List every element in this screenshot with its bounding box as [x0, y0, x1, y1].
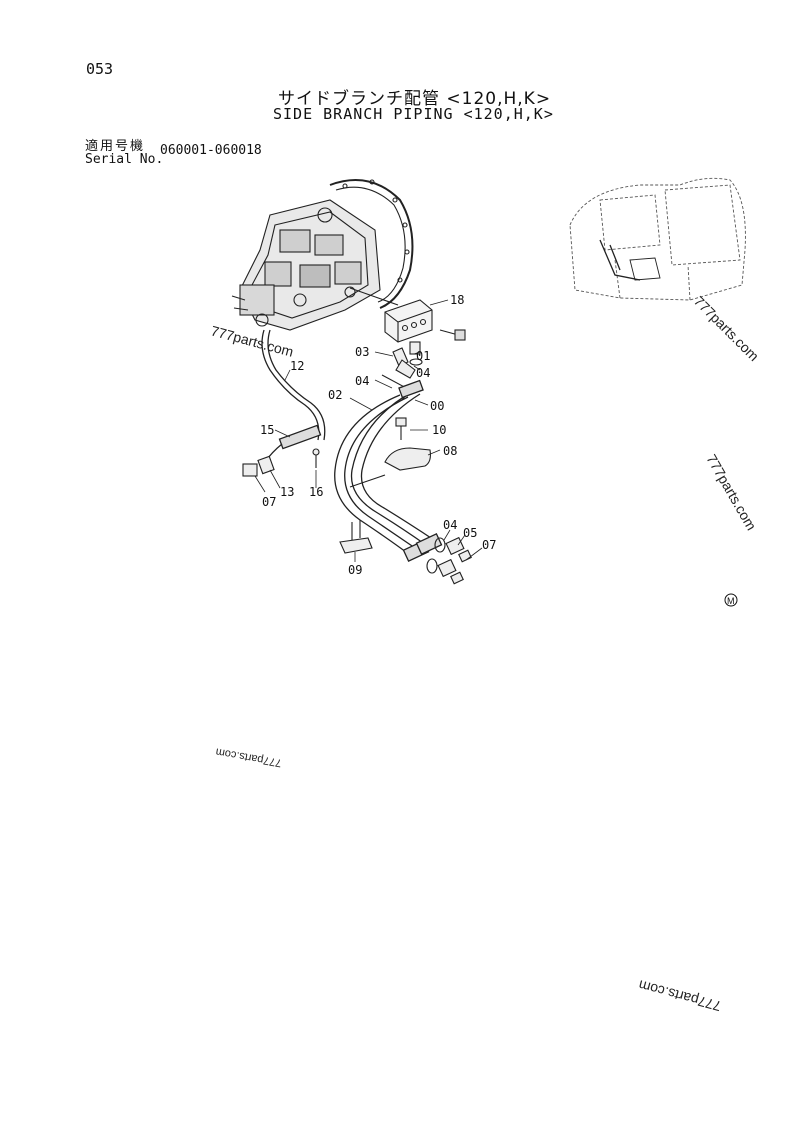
- manifold-block: [384, 299, 466, 343]
- hose-pair: [334, 379, 443, 562]
- m-mark: M: [724, 593, 738, 607]
- part-label-08: 08: [443, 444, 457, 458]
- part-label-15: 15: [260, 423, 274, 437]
- part-label-04-lower: 04: [443, 518, 457, 532]
- part-label-03: 03: [355, 345, 369, 359]
- leader-lines: [254, 299, 483, 562]
- excavator-location-icon: [569, 177, 746, 301]
- watermark-4: 777parts.com: [215, 745, 283, 768]
- page-number: 053: [86, 60, 114, 78]
- watermark-3: 777parts.com: [703, 452, 759, 533]
- serial-range: 060001-060018: [160, 143, 262, 158]
- part-label-10: 10: [432, 423, 446, 437]
- watermark-2: 777parts.com: [691, 293, 762, 364]
- title-japanese: サイドブランチ配管 <120,H,K>: [278, 89, 552, 109]
- clamp-assembly: [349, 417, 431, 488]
- title-english: SIDE BRANCH PIPING <120,H,K>: [273, 105, 554, 123]
- part-label-02: 02: [328, 388, 342, 402]
- bracket: [339, 520, 373, 554]
- part-label-18: 18: [450, 293, 464, 307]
- svg-text:M: M: [727, 596, 735, 606]
- serial-label-japanese: 適用号機: [85, 139, 146, 154]
- part-label-16: 16: [309, 485, 323, 499]
- part-label-00: 00: [430, 399, 444, 413]
- part-label-09: 09: [348, 563, 362, 577]
- fittings-left: [242, 448, 320, 477]
- pump-assembly: [231, 179, 414, 331]
- part-label-05: 05: [463, 526, 477, 540]
- part-label-13: 13: [280, 485, 294, 499]
- fittings-lower: [426, 536, 472, 585]
- part-label-01: 01: [416, 349, 430, 363]
- part-label-12: 12: [290, 359, 304, 373]
- hose-12: [261, 329, 326, 463]
- serial-label-english: Serial No.: [85, 152, 164, 167]
- part-label-04-mid: 04: [355, 374, 369, 388]
- part-label-04-upper: 04: [416, 366, 430, 380]
- part-label-07-right: 07: [482, 538, 496, 552]
- part-label-07-left: 07: [262, 495, 276, 509]
- watermark-5: 777parts.com: [637, 977, 723, 1014]
